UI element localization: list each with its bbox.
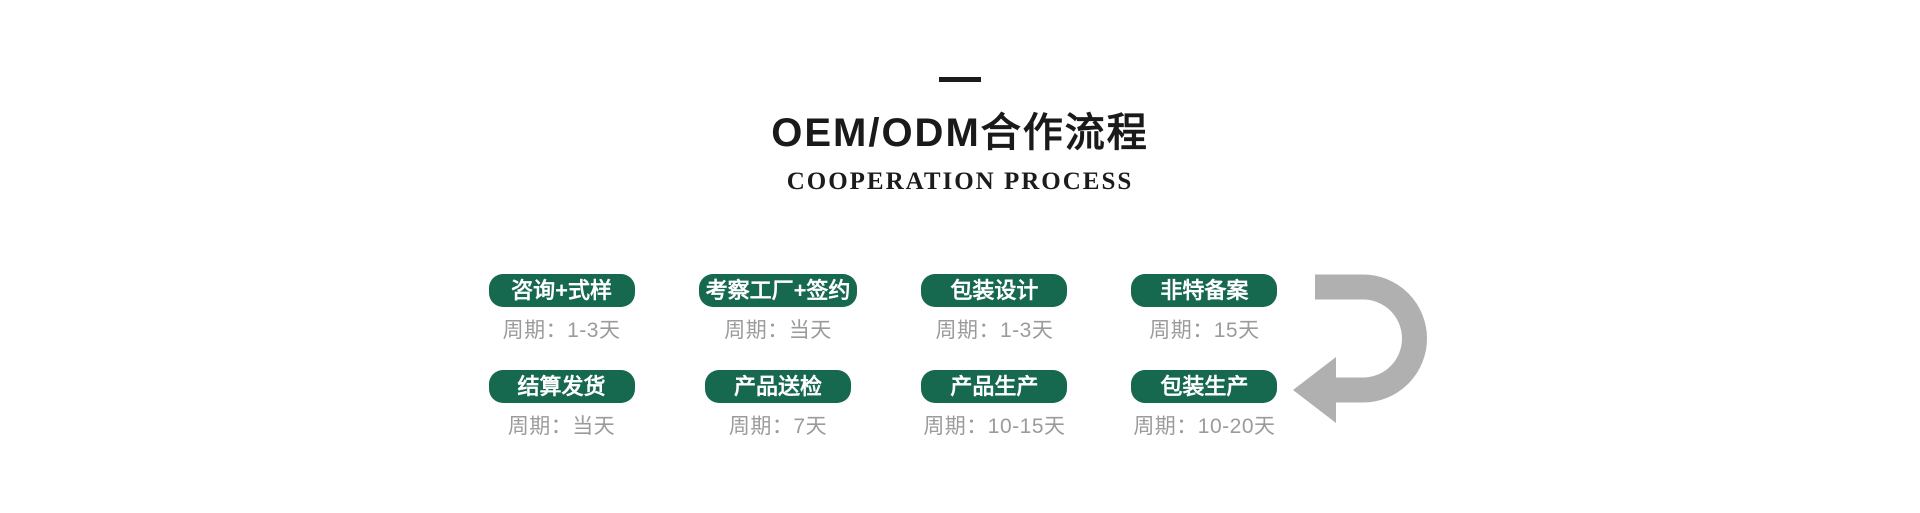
step-chip: 咨询+式样 — [488, 274, 635, 307]
steps-grid: 咨询+式样 周期：1-3天 考察工厂+签约 周期：当天 包装设计 周期：1-3天… — [488, 274, 1278, 438]
step-cycle: 周期：1-3天 — [935, 319, 1054, 342]
step-chip: 产品送检 — [704, 370, 851, 403]
step-cycle: 周期：10-15天 — [923, 415, 1066, 438]
step-cycle: 周期：7天 — [728, 415, 828, 438]
step-cycle: 周期：当天 — [724, 319, 832, 342]
title-dash-decoration — [939, 77, 981, 82]
step-settle-ship: 结算发货 周期：当天 — [488, 370, 635, 438]
step-chip: 包装设计 — [921, 274, 1068, 307]
page-title: OEM/ODM合作流程 — [771, 111, 1149, 155]
u-turn-arrow-head — [1293, 357, 1337, 423]
step-package-design: 包装设计 周期：1-3天 — [921, 274, 1068, 342]
step-package-production: 包装生产 周期：10-20天 — [1131, 370, 1278, 438]
u-turn-arrow-icon — [1291, 272, 1431, 427]
page-subtitle: COOPERATION PROCESS — [786, 168, 1134, 195]
step-cycle: 周期：1-3天 — [502, 319, 621, 342]
step-cycle: 周期：10-20天 — [1133, 415, 1276, 438]
step-cycle: 周期：当天 — [507, 415, 616, 438]
cooperation-process-section: OEM/ODM合作流程 COOPERATION PROCESS 咨询+式样 周期… — [0, 77, 1920, 438]
step-chip: 考察工厂+签约 — [698, 274, 858, 307]
step-product-production: 产品生产 周期：10-15天 — [921, 370, 1068, 438]
step-cycle: 周期：15天 — [1149, 319, 1260, 342]
step-consult: 咨询+式样 周期：1-3天 — [488, 274, 635, 342]
step-product-inspection: 产品送检 周期：7天 — [704, 370, 851, 438]
step-chip: 结算发货 — [488, 370, 635, 403]
step-special-filing: 非特备案 周期：15天 — [1131, 274, 1278, 342]
step-chip: 包装生产 — [1131, 370, 1278, 403]
step-chip: 非特备案 — [1131, 274, 1278, 307]
step-chip: 产品生产 — [921, 370, 1068, 403]
u-turn-arrow-curve — [1315, 274, 1428, 403]
process-flow: 咨询+式样 周期：1-3天 考察工厂+签约 周期：当天 包装设计 周期：1-3天… — [0, 274, 1920, 438]
step-factory-visit: 考察工厂+签约 周期：当天 — [698, 274, 858, 342]
